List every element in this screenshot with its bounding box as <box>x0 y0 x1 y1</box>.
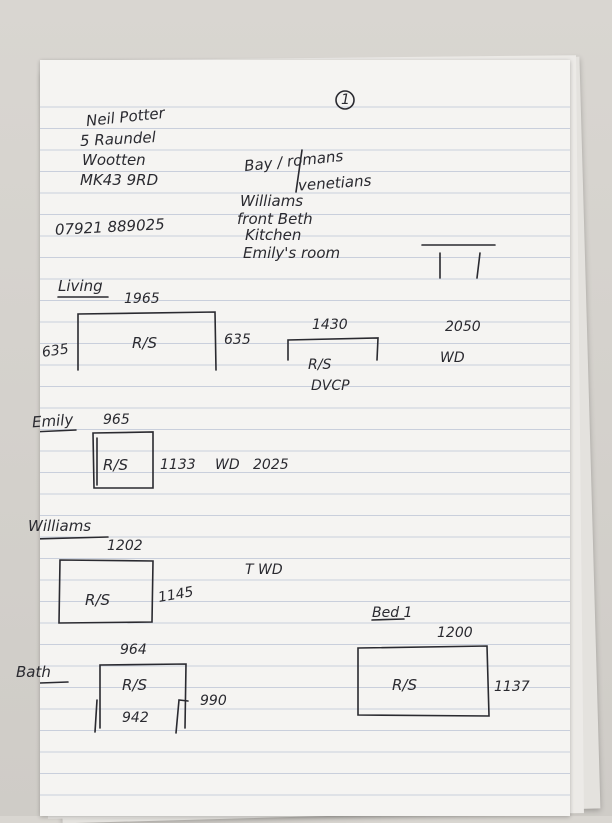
bath-inner-left <box>94 699 98 733</box>
bed1-blind-outline <box>357 645 490 717</box>
bed1-label: Bed 1 <box>372 605 413 621</box>
living-right-drop: 635 <box>224 332 251 348</box>
slash-stroke <box>295 149 303 193</box>
bed1-underline <box>371 618 405 621</box>
williams-underline <box>40 536 109 540</box>
emily-blind-outline <box>92 431 154 489</box>
bath-inner-width: 942 <box>122 710 149 726</box>
bath-blind-outline <box>99 663 187 729</box>
sketches <box>40 90 496 734</box>
bed1-width: 1200 <box>437 625 473 641</box>
page-number: 1 <box>341 92 350 108</box>
bath-width: 964 <box>120 642 147 658</box>
bath-underline <box>40 681 69 684</box>
williams-note: T WD <box>245 562 283 578</box>
williams-label: Williams <box>28 517 92 535</box>
emily-underline <box>40 429 77 433</box>
emily-width: 965 <box>103 412 130 428</box>
bay-note: DVCP <box>311 378 350 394</box>
emily-blind-type: R/S <box>103 456 128 474</box>
address-town: Wootten <box>82 151 146 169</box>
living-blind-outline <box>77 311 217 371</box>
address-postcode: MK43 9RD <box>80 171 159 189</box>
room-list-item: Kitchen <box>245 226 302 244</box>
ruled-lines <box>40 106 570 796</box>
side-note: WD <box>440 350 465 366</box>
living-blind-type: R/S <box>132 334 157 352</box>
williams-blind-type: R/S <box>85 591 110 609</box>
room-list-item: front Beth <box>237 210 313 228</box>
bay-width: 1430 <box>312 317 348 333</box>
bay-blind-type: R/S <box>308 357 332 373</box>
emily-label: Emily <box>31 410 74 432</box>
williams-width: 1202 <box>107 538 143 554</box>
room-list-item: Williams <box>240 192 304 210</box>
side-width: 2050 <box>445 319 481 335</box>
bed1-blind-type: R/S <box>392 676 417 694</box>
address-street: 5 Raundel <box>79 128 157 150</box>
room-list-item: Emily's room <box>243 244 341 262</box>
notepad-page: 1 Neil Potter 5 Raundel Wootten MK43 9RD… <box>16 60 570 816</box>
bath-inner-right <box>175 699 189 734</box>
williams-blind-outline <box>58 559 154 624</box>
bed1-drop: 1137 <box>494 679 530 695</box>
bath-drop: 990 <box>200 693 227 709</box>
emily-drop: 1133 <box>160 457 196 473</box>
page-number-circle <box>335 90 355 110</box>
living-label: Living <box>58 277 103 295</box>
t-bracket <box>421 244 496 279</box>
bath-blind-type: R/S <box>122 676 147 694</box>
living-width: 1965 <box>124 291 160 307</box>
bay-outline <box>287 337 379 361</box>
bath-label: Bath <box>16 663 51 681</box>
emily-extra: 2025 <box>253 457 289 473</box>
living-left-drop: 635 <box>41 341 70 361</box>
emily-note: WD <box>215 457 240 473</box>
